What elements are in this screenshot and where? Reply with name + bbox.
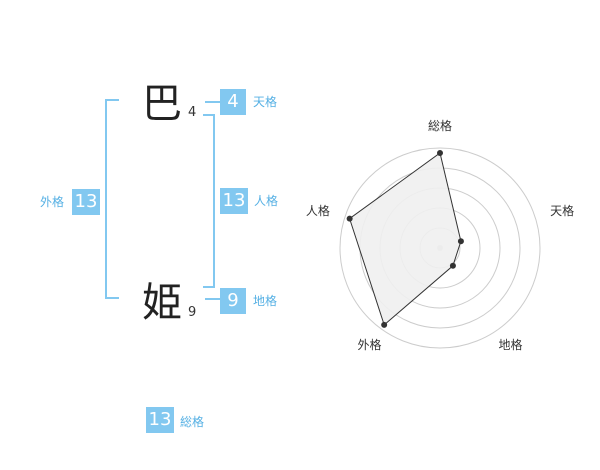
first-char-strokes: 4 bbox=[188, 105, 197, 120]
soukaku-label: 総格 bbox=[180, 415, 205, 429]
tenkaku-value: 4 bbox=[220, 89, 246, 115]
gaikaku-bracket-vertical bbox=[105, 99, 107, 299]
second-char-strokes: 9 bbox=[188, 305, 197, 320]
chikaku-label: 地格 bbox=[253, 294, 278, 308]
jinkaku-bracket-top bbox=[203, 114, 215, 116]
radar-axis-label: 人格 bbox=[306, 203, 330, 218]
second-char: 姫 bbox=[142, 280, 182, 326]
radar-point bbox=[449, 262, 456, 269]
radar-point bbox=[437, 150, 443, 156]
radar-point bbox=[381, 321, 388, 328]
first-char: 巴 bbox=[142, 81, 182, 127]
jinkaku-bracket-vertical bbox=[213, 114, 215, 288]
gaikaku-value: 13 bbox=[72, 189, 100, 215]
tenkaku-connector bbox=[205, 101, 220, 103]
radar-axis-label: 地格 bbox=[499, 337, 523, 352]
radar-polygon bbox=[349, 152, 462, 326]
gaikaku-bracket-bottom bbox=[105, 297, 119, 299]
tenkaku-label: 天格 bbox=[253, 95, 278, 109]
radar-axis-label: 外格 bbox=[357, 337, 381, 352]
jinkaku-label: 人格 bbox=[254, 194, 279, 208]
chikaku-connector bbox=[205, 298, 220, 300]
radar-axis-label: 総格 bbox=[428, 118, 452, 133]
gaikaku-bracket-top bbox=[105, 99, 119, 101]
soukaku-value: 13 bbox=[146, 407, 174, 433]
radar-axis-label: 天格 bbox=[550, 203, 574, 218]
jinkaku-value: 13 bbox=[220, 188, 248, 214]
gaikaku-label: 外格 bbox=[40, 195, 65, 209]
jinkaku-bracket-bottom bbox=[203, 286, 215, 288]
radar-point bbox=[346, 215, 353, 222]
radar-point bbox=[457, 238, 464, 245]
chikaku-value: 9 bbox=[220, 288, 246, 314]
radar-grid-ring bbox=[339, 147, 541, 349]
